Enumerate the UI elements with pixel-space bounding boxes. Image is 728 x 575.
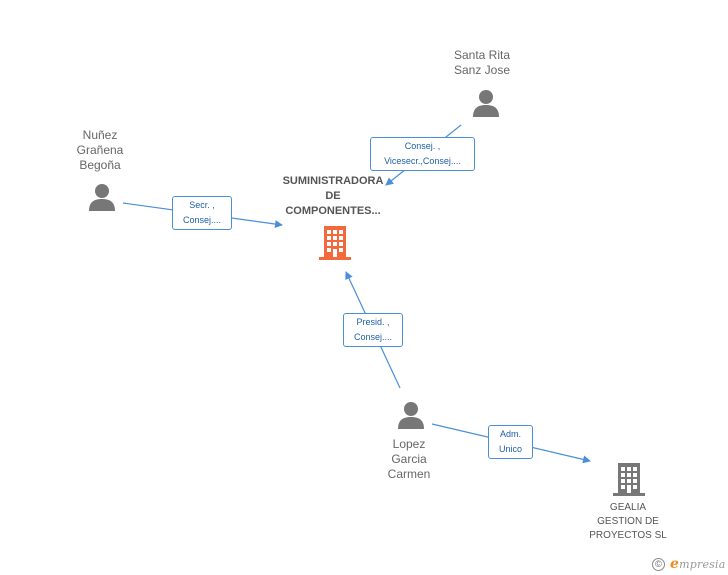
- person-nunez-name[interactable]: Nuñez Grañena Begoña: [50, 128, 150, 173]
- person-lopez-name-line-1: Lopez: [392, 437, 426, 451]
- role-box-lopez-main[interactable]: Presid. , Consej....: [343, 313, 403, 347]
- role-line: Consej....: [182, 215, 222, 225]
- role-line: Adm.: [499, 429, 521, 439]
- person-icon[interactable]: [472, 89, 500, 117]
- company-main-name[interactable]: SUMINISTRADORA DE COMPONENTES...: [268, 174, 398, 219]
- footer-brand: © empresia: [652, 556, 725, 572]
- person-santa-rita-name-line-1: Santa Rita: [453, 48, 511, 62]
- brand-name: mpresia: [679, 558, 726, 571]
- person-lopez-name-line-2: Garcia: [391, 452, 427, 466]
- company-gealia-name[interactable]: GEALIA GESTION DE PROYECTOS SL: [578, 501, 678, 543]
- person-nunez-name-line-1: Nuñez: [82, 128, 118, 142]
- person-lopez-name-line-3: Carmen: [387, 467, 431, 481]
- copyright-icon: ©: [652, 557, 665, 571]
- role-box-nunez[interactable]: Secr. , Consej....: [172, 196, 232, 230]
- person-icon[interactable]: [88, 183, 116, 211]
- company-main-name-line-2: DE: [325, 190, 341, 202]
- person-nunez-name-line-3: Begoña: [79, 158, 121, 172]
- role-line: Unico: [498, 444, 522, 454]
- role-line: Consej. ,: [404, 141, 441, 151]
- person-icon[interactable]: [397, 401, 425, 429]
- building-icon[interactable]: [319, 225, 351, 260]
- role-box-santa-rita[interactable]: Consej. , Vicesecr.,Consej....: [370, 137, 475, 171]
- role-line: Vicesecr.,Consej....: [384, 156, 461, 166]
- role-line: Presid. ,: [356, 317, 390, 327]
- company-main-name-line-1: SUMINISTRADORA: [282, 175, 384, 187]
- role-line: Secr. ,: [189, 200, 215, 210]
- brand-initial: e: [670, 556, 680, 572]
- person-nunez-name-line-2: Grañena: [76, 143, 124, 157]
- company-gealia-name-line-3: PROYECTOS SL: [589, 530, 667, 541]
- company-main-name-line-3: COMPONENTES...: [285, 205, 381, 217]
- person-santa-rita-name-line-2: Sanz Jose: [453, 63, 511, 77]
- company-gealia-name-line-1: GEALIA: [609, 502, 647, 513]
- building-icon[interactable]: [613, 462, 645, 496]
- role-line: Consej....: [353, 332, 393, 342]
- company-gealia-name-line-2: GESTION DE: [597, 516, 659, 527]
- person-lopez-name[interactable]: Lopez Garcia Carmen: [359, 437, 459, 482]
- brand-logo[interactable]: empresia: [670, 556, 725, 572]
- role-box-lopez-gealia[interactable]: Adm. Unico: [488, 425, 533, 459]
- person-santa-rita-name[interactable]: Santa Rita Sanz Jose: [432, 48, 532, 78]
